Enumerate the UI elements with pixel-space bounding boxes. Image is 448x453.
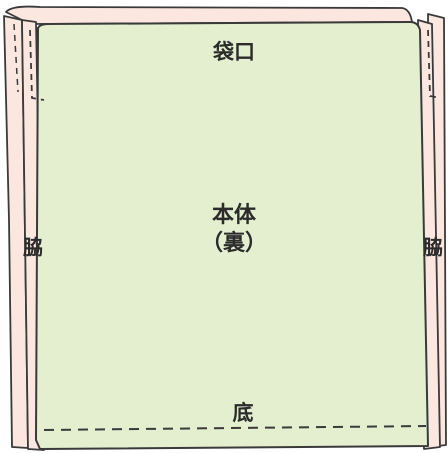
body-label-line2: （裏）: [200, 231, 267, 256]
body-label-line1: 本体: [211, 203, 256, 228]
side-label-right: 脇: [423, 235, 443, 259]
bottom-label: 底: [232, 401, 254, 425]
left-stitch-line-2: [13, 23, 19, 93]
left-stitch-line: [29, 29, 45, 101]
bag-body-panel: [35, 21, 429, 450]
opening-label: 袋口: [213, 40, 255, 64]
top-fold-band: [5, 5, 413, 25]
right-stitch-line: [427, 29, 441, 99]
side-label-left: 脇: [23, 235, 43, 259]
body-label: 本体 （裏）: [0, 202, 448, 258]
bottom-stitch-line: [43, 425, 427, 431]
